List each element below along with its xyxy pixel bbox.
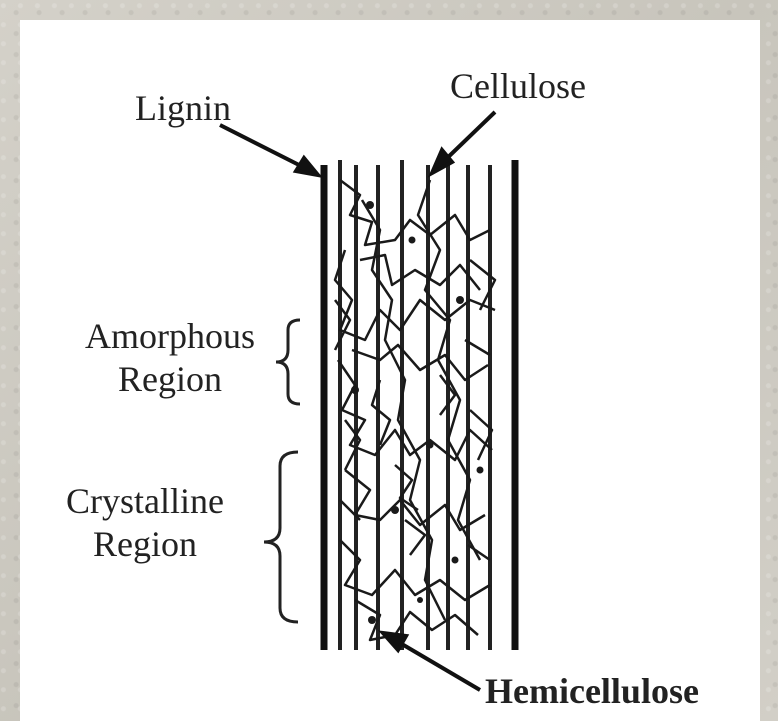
hemicellulose-arrow (383, 633, 480, 690)
lignin-label: Lignin (135, 90, 231, 126)
cellulose-arrow (432, 112, 495, 173)
hemicellulose-label: Hemicellulose (485, 673, 699, 709)
amorphous-region-brace (276, 320, 300, 404)
crystalline-region-brace (264, 452, 298, 622)
crystalline-region-label: Crystalline Region (45, 480, 245, 566)
amorphous-label-line2: Region (65, 358, 275, 401)
cellulose-label: Cellulose (450, 68, 586, 104)
amorphous-region-label: Amorphous Region (65, 315, 275, 401)
crystalline-label-line1: Crystalline (45, 480, 245, 523)
crystalline-label-line2: Region (45, 523, 245, 566)
hemicellulose-clusters (351, 201, 484, 624)
amorphous-label-line1: Amorphous (65, 315, 275, 358)
lignin-arrow (220, 125, 318, 175)
lignin-network (335, 180, 495, 640)
